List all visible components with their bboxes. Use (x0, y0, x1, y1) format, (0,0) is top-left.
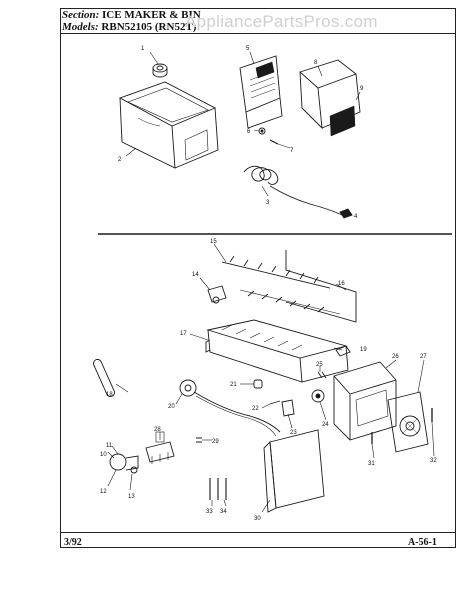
callout-22: 22 (252, 406, 259, 412)
part-33-34-screws (209, 478, 227, 500)
leader-lines (107, 51, 435, 513)
callout-30: 30 (254, 516, 261, 522)
part-8-duct (299, 59, 361, 137)
callout-13: 13 (128, 494, 135, 500)
models-value: RBN52105 (RN52T) (101, 21, 197, 33)
callout-15: 15 (210, 239, 217, 245)
part-20-valve-harness (179, 379, 281, 437)
section-label: Section: (62, 9, 100, 21)
callout-1: 1 (141, 46, 145, 52)
callout-7: 7 (290, 148, 294, 154)
part-6-screw (258, 127, 266, 135)
part-22-screw (269, 400, 281, 405)
part-2-ice-bin (118, 81, 219, 169)
models-header: Models: RBN52105 (RN52T) (62, 21, 196, 33)
callout-26: 26 (392, 354, 399, 360)
part-21-spacer (253, 379, 263, 389)
part-27-motor (387, 391, 429, 453)
part-7-nut (269, 139, 279, 145)
callout-21: 21 (230, 382, 237, 388)
callout-23: 23 (290, 430, 297, 436)
callout-32: 32 (430, 458, 437, 464)
part-26-housing (333, 361, 397, 441)
part-23-bracket (281, 399, 295, 417)
part-10-valve (109, 453, 139, 474)
models-label: Models: (62, 21, 99, 33)
part-1-knob (152, 63, 168, 78)
callout-28: 28 (154, 427, 161, 433)
part-14-bracket (207, 285, 227, 304)
callout-33: 33 (206, 509, 213, 515)
diagram-frame (60, 8, 456, 548)
watermark: AppliancePartsPros.com (185, 12, 378, 31)
callout-3: 3 (266, 200, 270, 206)
callout-18: 18 (106, 392, 113, 398)
callout-10: 10 (100, 452, 107, 458)
callout-4: 4 (354, 214, 358, 220)
part-29-lead (196, 437, 202, 443)
part-19-fill-cup (335, 345, 351, 357)
footer-page: A-56-1 (408, 537, 437, 548)
callout-29: 29 (212, 439, 219, 445)
footer-date: 3/92 (64, 537, 82, 548)
callout-12: 12 (100, 489, 107, 495)
callout-8: 8 (314, 60, 318, 66)
part-25-screws (317, 371, 327, 379)
callout-19: 19 (360, 347, 367, 353)
callout-2: 2 (118, 157, 122, 163)
part-17-mold (205, 319, 349, 383)
callout-27: 27 (420, 354, 427, 360)
callout-11: 11 (106, 443, 113, 449)
part-24-thermostat (311, 389, 325, 403)
part-30-cover (263, 429, 325, 513)
part-5-chute (239, 55, 283, 129)
callout-34: 34 (220, 509, 227, 515)
part-3-coil (243, 165, 345, 217)
callout-24: 24 (322, 422, 329, 428)
part-16-stripper (239, 250, 357, 323)
part-15-ejector (221, 255, 331, 289)
callout-25: 25 (316, 362, 323, 368)
callout-5: 5 (246, 46, 250, 52)
header-divider (60, 33, 456, 34)
part-4-connector (339, 208, 353, 219)
callout-16: 16 (338, 281, 345, 287)
callout-20: 20 (168, 404, 175, 410)
callout-14: 14 (192, 272, 199, 278)
section-value: ICE MAKER & BIN (102, 9, 201, 21)
part-18-arm (93, 358, 115, 398)
section-header: Section: ICE MAKER & BIN (62, 9, 201, 21)
callout-9: 9 (360, 86, 364, 92)
callout-31: 31 (368, 461, 375, 467)
footer-divider (60, 532, 456, 533)
callout-17: 17 (180, 331, 187, 337)
callout-6: 6 (247, 129, 251, 135)
